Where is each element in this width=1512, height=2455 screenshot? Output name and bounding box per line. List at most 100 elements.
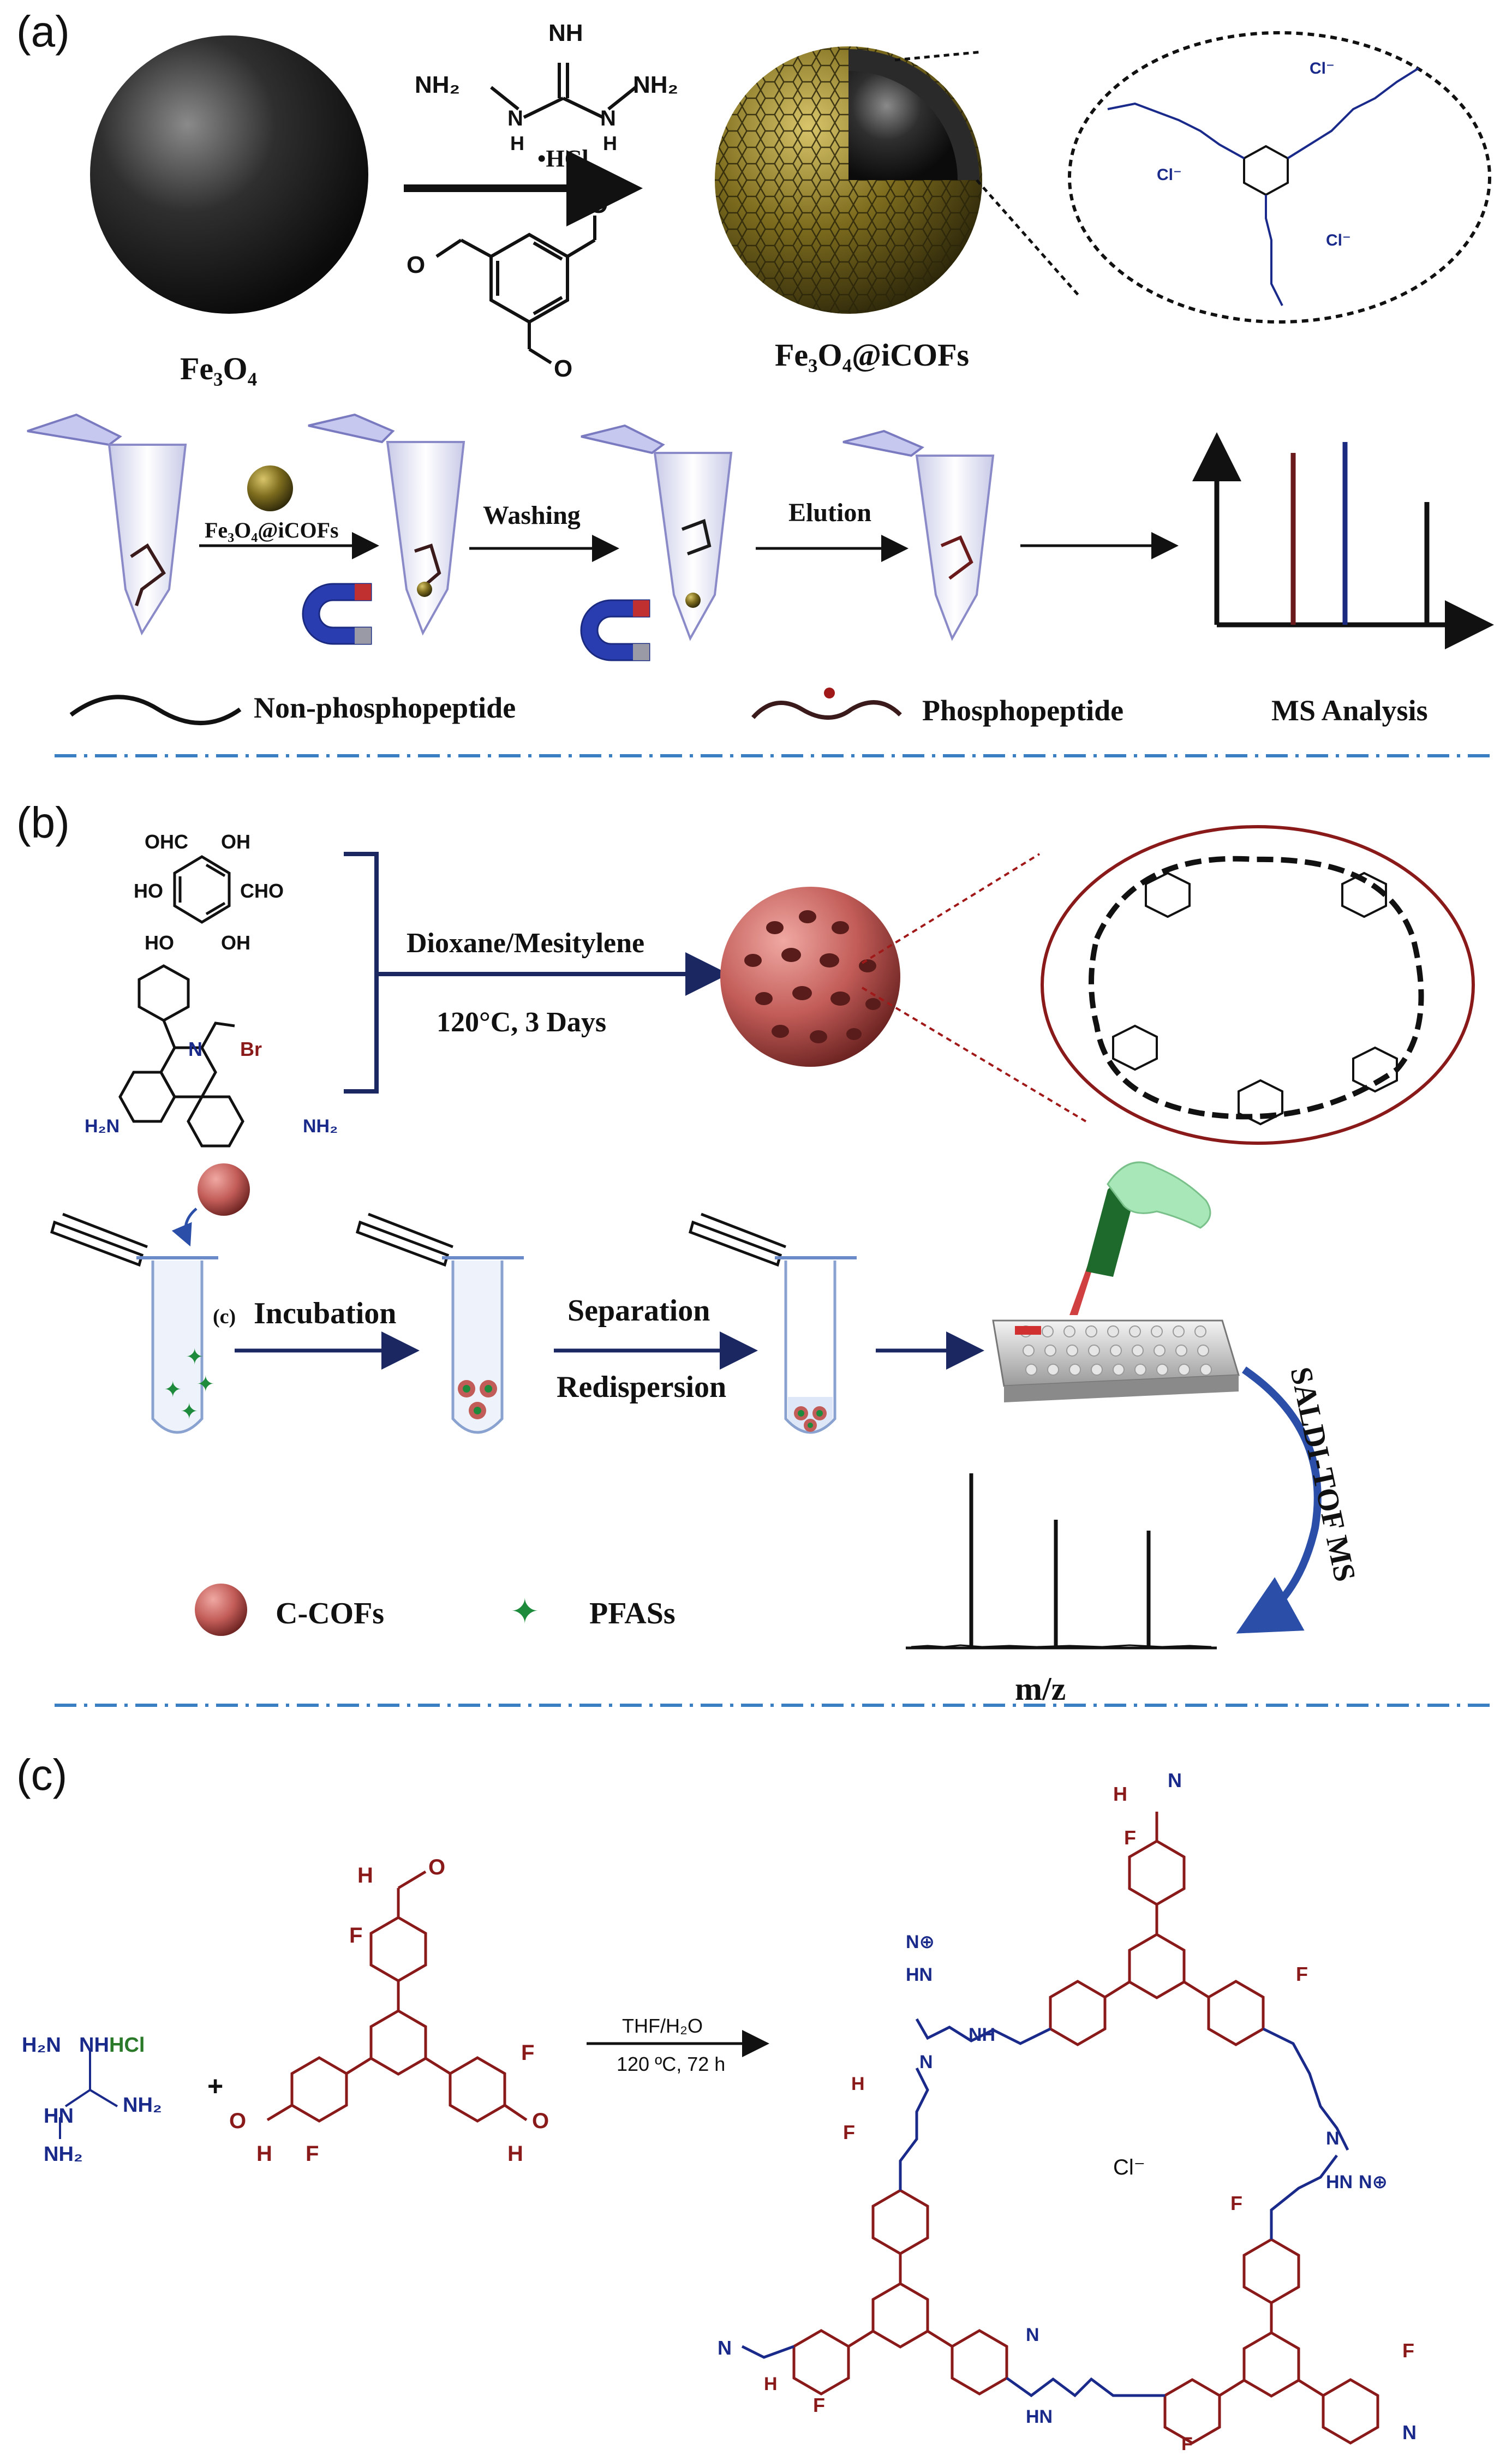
guanidine-n-right: N bbox=[600, 106, 616, 130]
hcl-salt-label: •HCl bbox=[537, 145, 589, 172]
solvent-label: Dioxane/Mesitylene bbox=[407, 928, 644, 959]
conditions-label: 120°C, 3 Days bbox=[437, 1007, 606, 1038]
pipette-hand bbox=[1069, 1161, 1211, 1315]
c-iminium-2: N⊕ bbox=[1359, 2172, 1388, 2193]
monomer-bracket bbox=[344, 852, 379, 1094]
c-conditions-label: 120 ºC, 72 h bbox=[617, 2053, 725, 2075]
aldehyde-o-3: O bbox=[554, 355, 572, 382]
pfas-mark-2: ✦ bbox=[196, 1372, 215, 1396]
magnet-1 bbox=[302, 583, 372, 645]
c-imine-n-top: N bbox=[1168, 1769, 1182, 1791]
c-h-product-left: H bbox=[851, 2074, 865, 2094]
guan-h2n: H₂N bbox=[22, 2034, 61, 2057]
add-particle-arrow bbox=[171, 1208, 198, 1247]
c-nh-1: NH bbox=[969, 2024, 995, 2045]
monomer-ethidium bbox=[118, 964, 244, 1148]
ccof-porous-sphere bbox=[720, 887, 900, 1067]
tube-b3 bbox=[688, 1212, 857, 1434]
fe3o4-label: Fe₃O₄ bbox=[180, 351, 257, 386]
pfas-mark-1: ✦ bbox=[186, 1345, 204, 1369]
c-h-right: H bbox=[507, 2142, 523, 2166]
tube-b2 bbox=[355, 1212, 524, 1434]
guanidine-nh2-left: NH₂ bbox=[415, 71, 460, 98]
ionic-cof-framework bbox=[741, 1812, 1379, 2445]
c-f-right: F bbox=[521, 2041, 534, 2065]
panel-b: (b) OHC OH HO CHO HO OH N Br H₂N NH₂ D bbox=[16, 798, 1475, 1707]
c-o-right: O bbox=[532, 2109, 549, 2133]
c-imine-n-br: N bbox=[1402, 2421, 1417, 2444]
ccof-structure-inset bbox=[1041, 825, 1475, 1145]
panel-b-label: (b) bbox=[16, 798, 70, 847]
ccof-zoom-line-top bbox=[861, 853, 1041, 964]
guan-nh2: NH₂ bbox=[123, 2094, 162, 2117]
guan-nh2-b: NH₂ bbox=[44, 2143, 83, 2166]
legend-ccof-icon bbox=[195, 1584, 247, 1636]
ms-spectrum-b bbox=[906, 1473, 1217, 1650]
c-hn-2: HN bbox=[1326, 2172, 1353, 2193]
trialdehyde-structure bbox=[435, 216, 596, 365]
c-iminium-1: N⊕ bbox=[906, 1932, 935, 1952]
inset-chloride-1: Cl⁻ bbox=[1310, 59, 1335, 77]
guanidine-h-right: H bbox=[603, 132, 617, 154]
step-elution-label: Elution bbox=[788, 498, 871, 527]
inset-chloride-2: Cl⁻ bbox=[1157, 166, 1182, 184]
legend-pfas-icon: ✦ bbox=[510, 1592, 540, 1631]
c-f-product-mid: F bbox=[1230, 2192, 1242, 2214]
spectrum-xlabel: m/z bbox=[1015, 1671, 1066, 1707]
mono-cho-2: CHO bbox=[240, 880, 284, 902]
ms-spectrum-a bbox=[1192, 432, 1494, 649]
step-incubation-label: Incubation bbox=[254, 1297, 396, 1330]
c-n-3: N bbox=[1026, 2325, 1039, 2345]
tube-a2 bbox=[308, 413, 465, 636]
c-h-product-top: H bbox=[1113, 1783, 1127, 1805]
mono-br: Br bbox=[240, 1038, 262, 1060]
fe3o4-icof-sphere bbox=[715, 46, 982, 314]
mono-ho-1: HO bbox=[134, 880, 163, 902]
legend-non-phospho: Non-phosphopeptide bbox=[254, 691, 516, 724]
tube-a3 bbox=[581, 424, 733, 641]
saldi-curved-arrow bbox=[1236, 1366, 1322, 1634]
c-hn-1: HN bbox=[906, 1964, 933, 1985]
mono-nh2-right: NH₂ bbox=[303, 1116, 338, 1137]
step-particle bbox=[247, 465, 293, 511]
legend-phospho: Phosphopeptide bbox=[922, 694, 1123, 727]
c-f-product-right: F bbox=[1296, 1963, 1308, 1985]
inset-chloride-3: Cl⁻ bbox=[1326, 231, 1351, 249]
c-imine-n-left: N bbox=[718, 2337, 732, 2359]
legend-ms-analysis: MS Analysis bbox=[1271, 694, 1428, 727]
magnet-2 bbox=[580, 599, 650, 661]
c-n-1: N bbox=[919, 2052, 933, 2072]
c-hn-3: HN bbox=[1026, 2406, 1053, 2427]
guan-hn: HN bbox=[44, 2105, 74, 2128]
c-f-left: F bbox=[306, 2142, 319, 2166]
mono-oh-2: OH bbox=[221, 931, 250, 954]
step-reagent-label: Fe₃O₄@iCOFs bbox=[205, 518, 339, 542]
ccof-zoom-line-bottom bbox=[861, 987, 1087, 1122]
c-o-top: O bbox=[428, 1855, 445, 1879]
c-solvent-label: THF/H₂O bbox=[622, 2015, 703, 2037]
plus-sign: + bbox=[207, 2071, 223, 2101]
ccof-ring-structure bbox=[1089, 856, 1424, 1126]
mono-oh-1: OH bbox=[221, 831, 250, 853]
c-f-product-bl: F bbox=[813, 2394, 825, 2416]
legend-pfas: PFASs bbox=[589, 1597, 676, 1630]
guanidine-nh2-right: NH₂ bbox=[633, 71, 678, 98]
step-separation-label: Separation bbox=[567, 1294, 710, 1328]
pfas-mark-3: ✦ bbox=[164, 1377, 182, 1402]
panel-a: (a) Fe₃O₄ NH NH₂ N H N H NH₂ •HCl bbox=[16, 7, 1494, 727]
structure-inset bbox=[1068, 31, 1491, 324]
guan-hcl: HCl bbox=[109, 2034, 145, 2057]
ccof-particle-add bbox=[198, 1163, 250, 1216]
c-n-2: N bbox=[1326, 2128, 1340, 2149]
panel-a-label: (a) bbox=[16, 7, 70, 56]
c-f-product-top: F bbox=[1124, 1826, 1136, 1849]
maldi-target-plate bbox=[992, 1319, 1240, 1402]
fe3o4-core-sphere bbox=[90, 35, 368, 314]
zoom-line-top bbox=[894, 50, 983, 62]
guanidinium-structure bbox=[59, 2049, 118, 2139]
pfas-mark-4: ✦ bbox=[180, 1399, 199, 1424]
phospho-peptide-icon bbox=[751, 700, 902, 720]
guanidine-nh-label: NH bbox=[548, 20, 583, 46]
mono-n: N bbox=[188, 1038, 202, 1060]
